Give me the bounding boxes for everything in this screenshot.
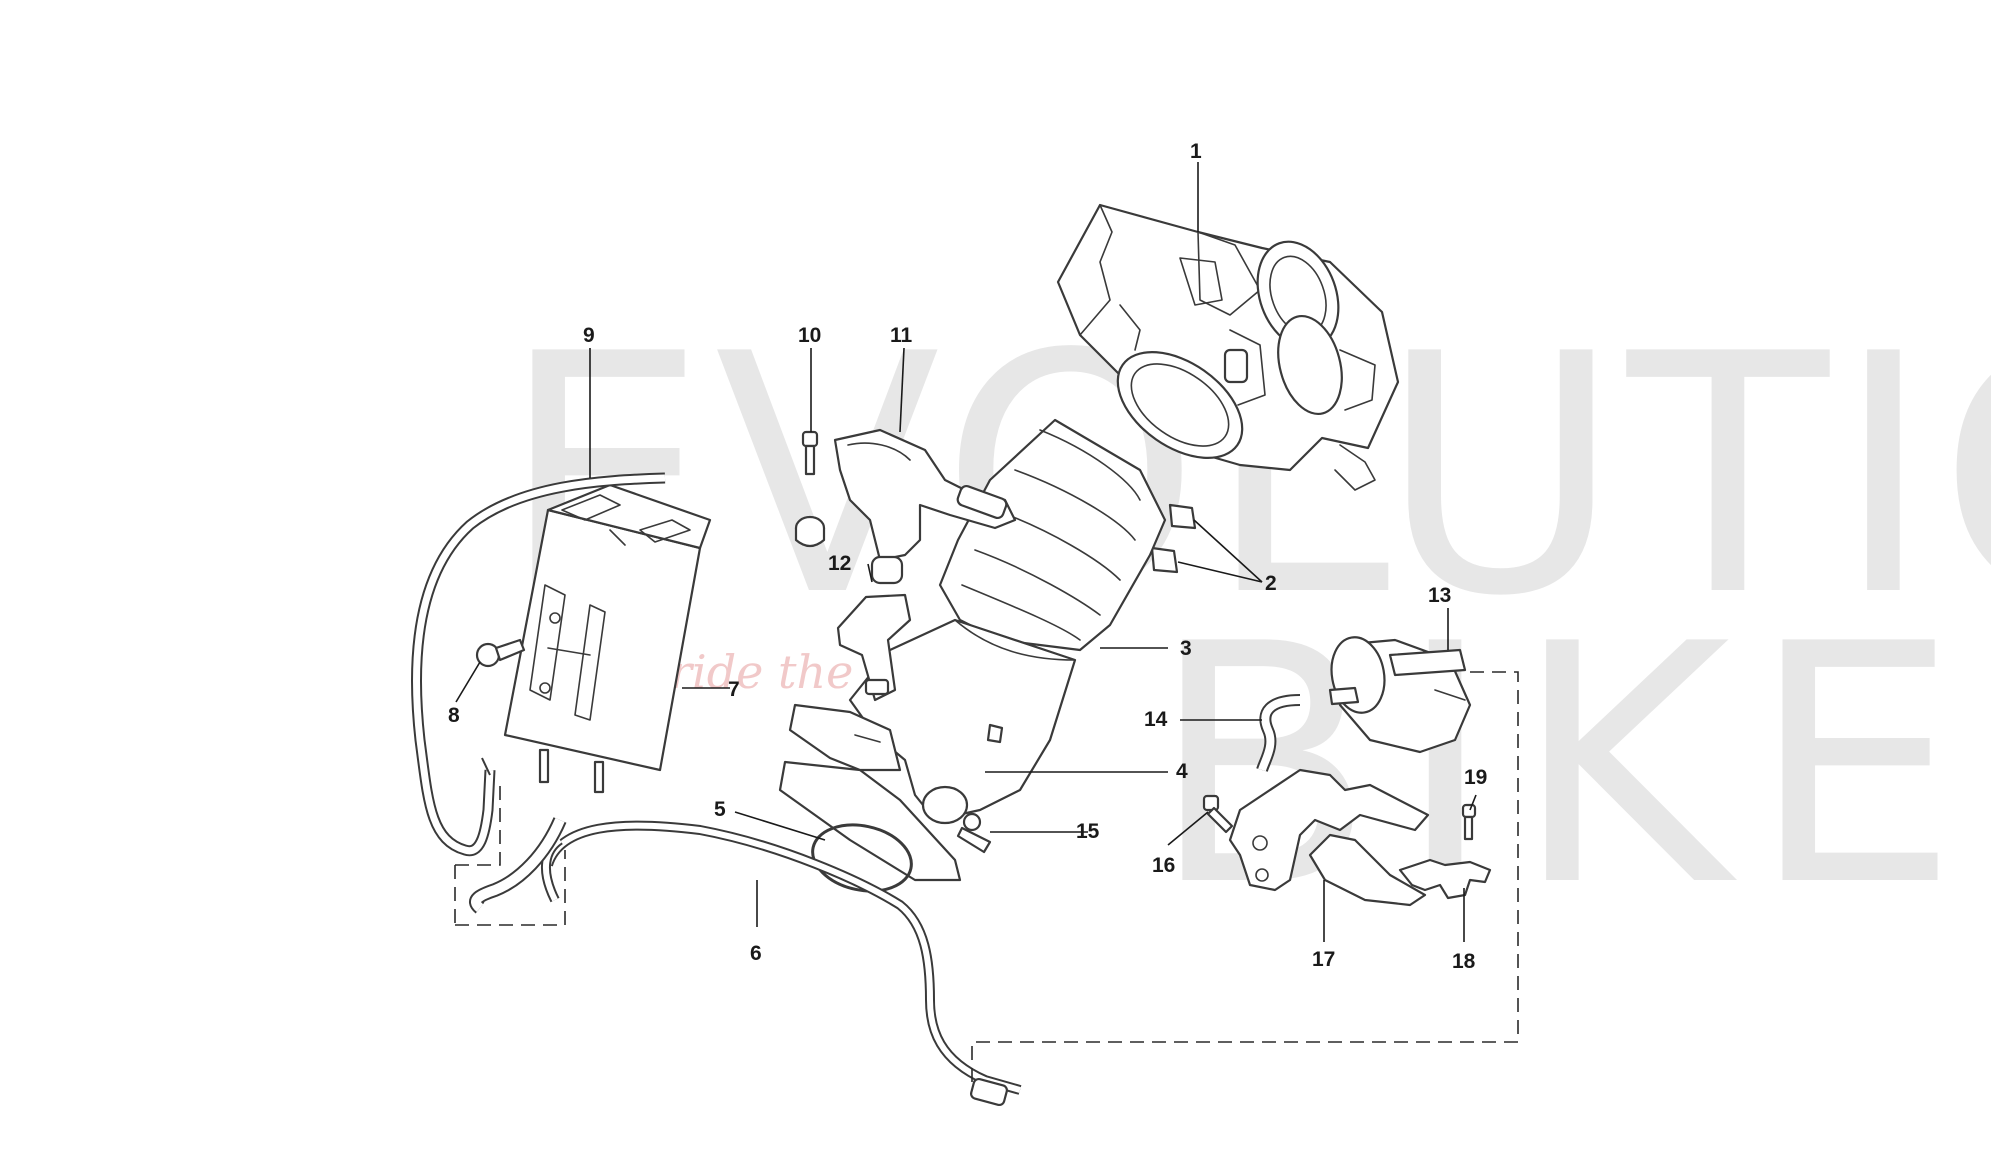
- callout-9: 9: [583, 324, 595, 347]
- callout-15: 15: [1076, 820, 1100, 843]
- clip-screw: [1461, 803, 1477, 841]
- clamp-pair: [1150, 503, 1197, 574]
- fuel-rail: [833, 428, 1017, 562]
- callout-4: 4: [1176, 760, 1188, 783]
- callout-3: 3: [1180, 637, 1192, 660]
- fuel-injector: [836, 555, 912, 702]
- connection-lines: [454, 671, 1519, 1085]
- callout-8: 8: [448, 704, 460, 727]
- callout-5: 5: [714, 798, 726, 821]
- callout-17: 17: [1312, 948, 1335, 971]
- small-hose: [1256, 694, 1301, 772]
- purge-valve: [1328, 636, 1472, 754]
- canister-bolt: [475, 638, 526, 668]
- callout-1: 1: [1190, 140, 1202, 163]
- callout-13: 13: [1428, 584, 1451, 607]
- long-hose: [540, 820, 1022, 1107]
- intake-sleeve: [938, 418, 1167, 652]
- callout-7: 7: [728, 678, 740, 701]
- callout-14: 14: [1144, 708, 1168, 731]
- evap-canister: [503, 483, 712, 794]
- mounting-clip: [1398, 858, 1492, 900]
- throttle-body: [1056, 203, 1400, 491]
- callout-12: 12: [828, 552, 851, 575]
- callout-2: 2: [1265, 572, 1277, 595]
- valve-bracket: [1228, 768, 1430, 907]
- watermark-line2: BIKE: [1150, 574, 1979, 958]
- vent-hose: [411, 472, 666, 857]
- callout-labels: 1 2 3 4 5 6 7 8 9 10 11 12 13 14 15 16 1…: [448, 140, 1487, 973]
- intake-manifold: [778, 618, 1077, 882]
- o-ring: [811, 823, 913, 893]
- callout-19: 19: [1464, 766, 1487, 789]
- callout-16: 16: [1152, 854, 1175, 877]
- manifold-bolt: [956, 812, 992, 854]
- bracket-bolt: [1202, 794, 1234, 834]
- leader-lines: [455, 162, 1477, 942]
- short-hose-elbow: [469, 817, 567, 914]
- callout-11: 11: [890, 324, 913, 347]
- callout-10: 10: [798, 324, 821, 347]
- callout-18: 18: [1452, 950, 1476, 973]
- callout-6: 6: [750, 942, 762, 965]
- injector-screw: [794, 430, 826, 548]
